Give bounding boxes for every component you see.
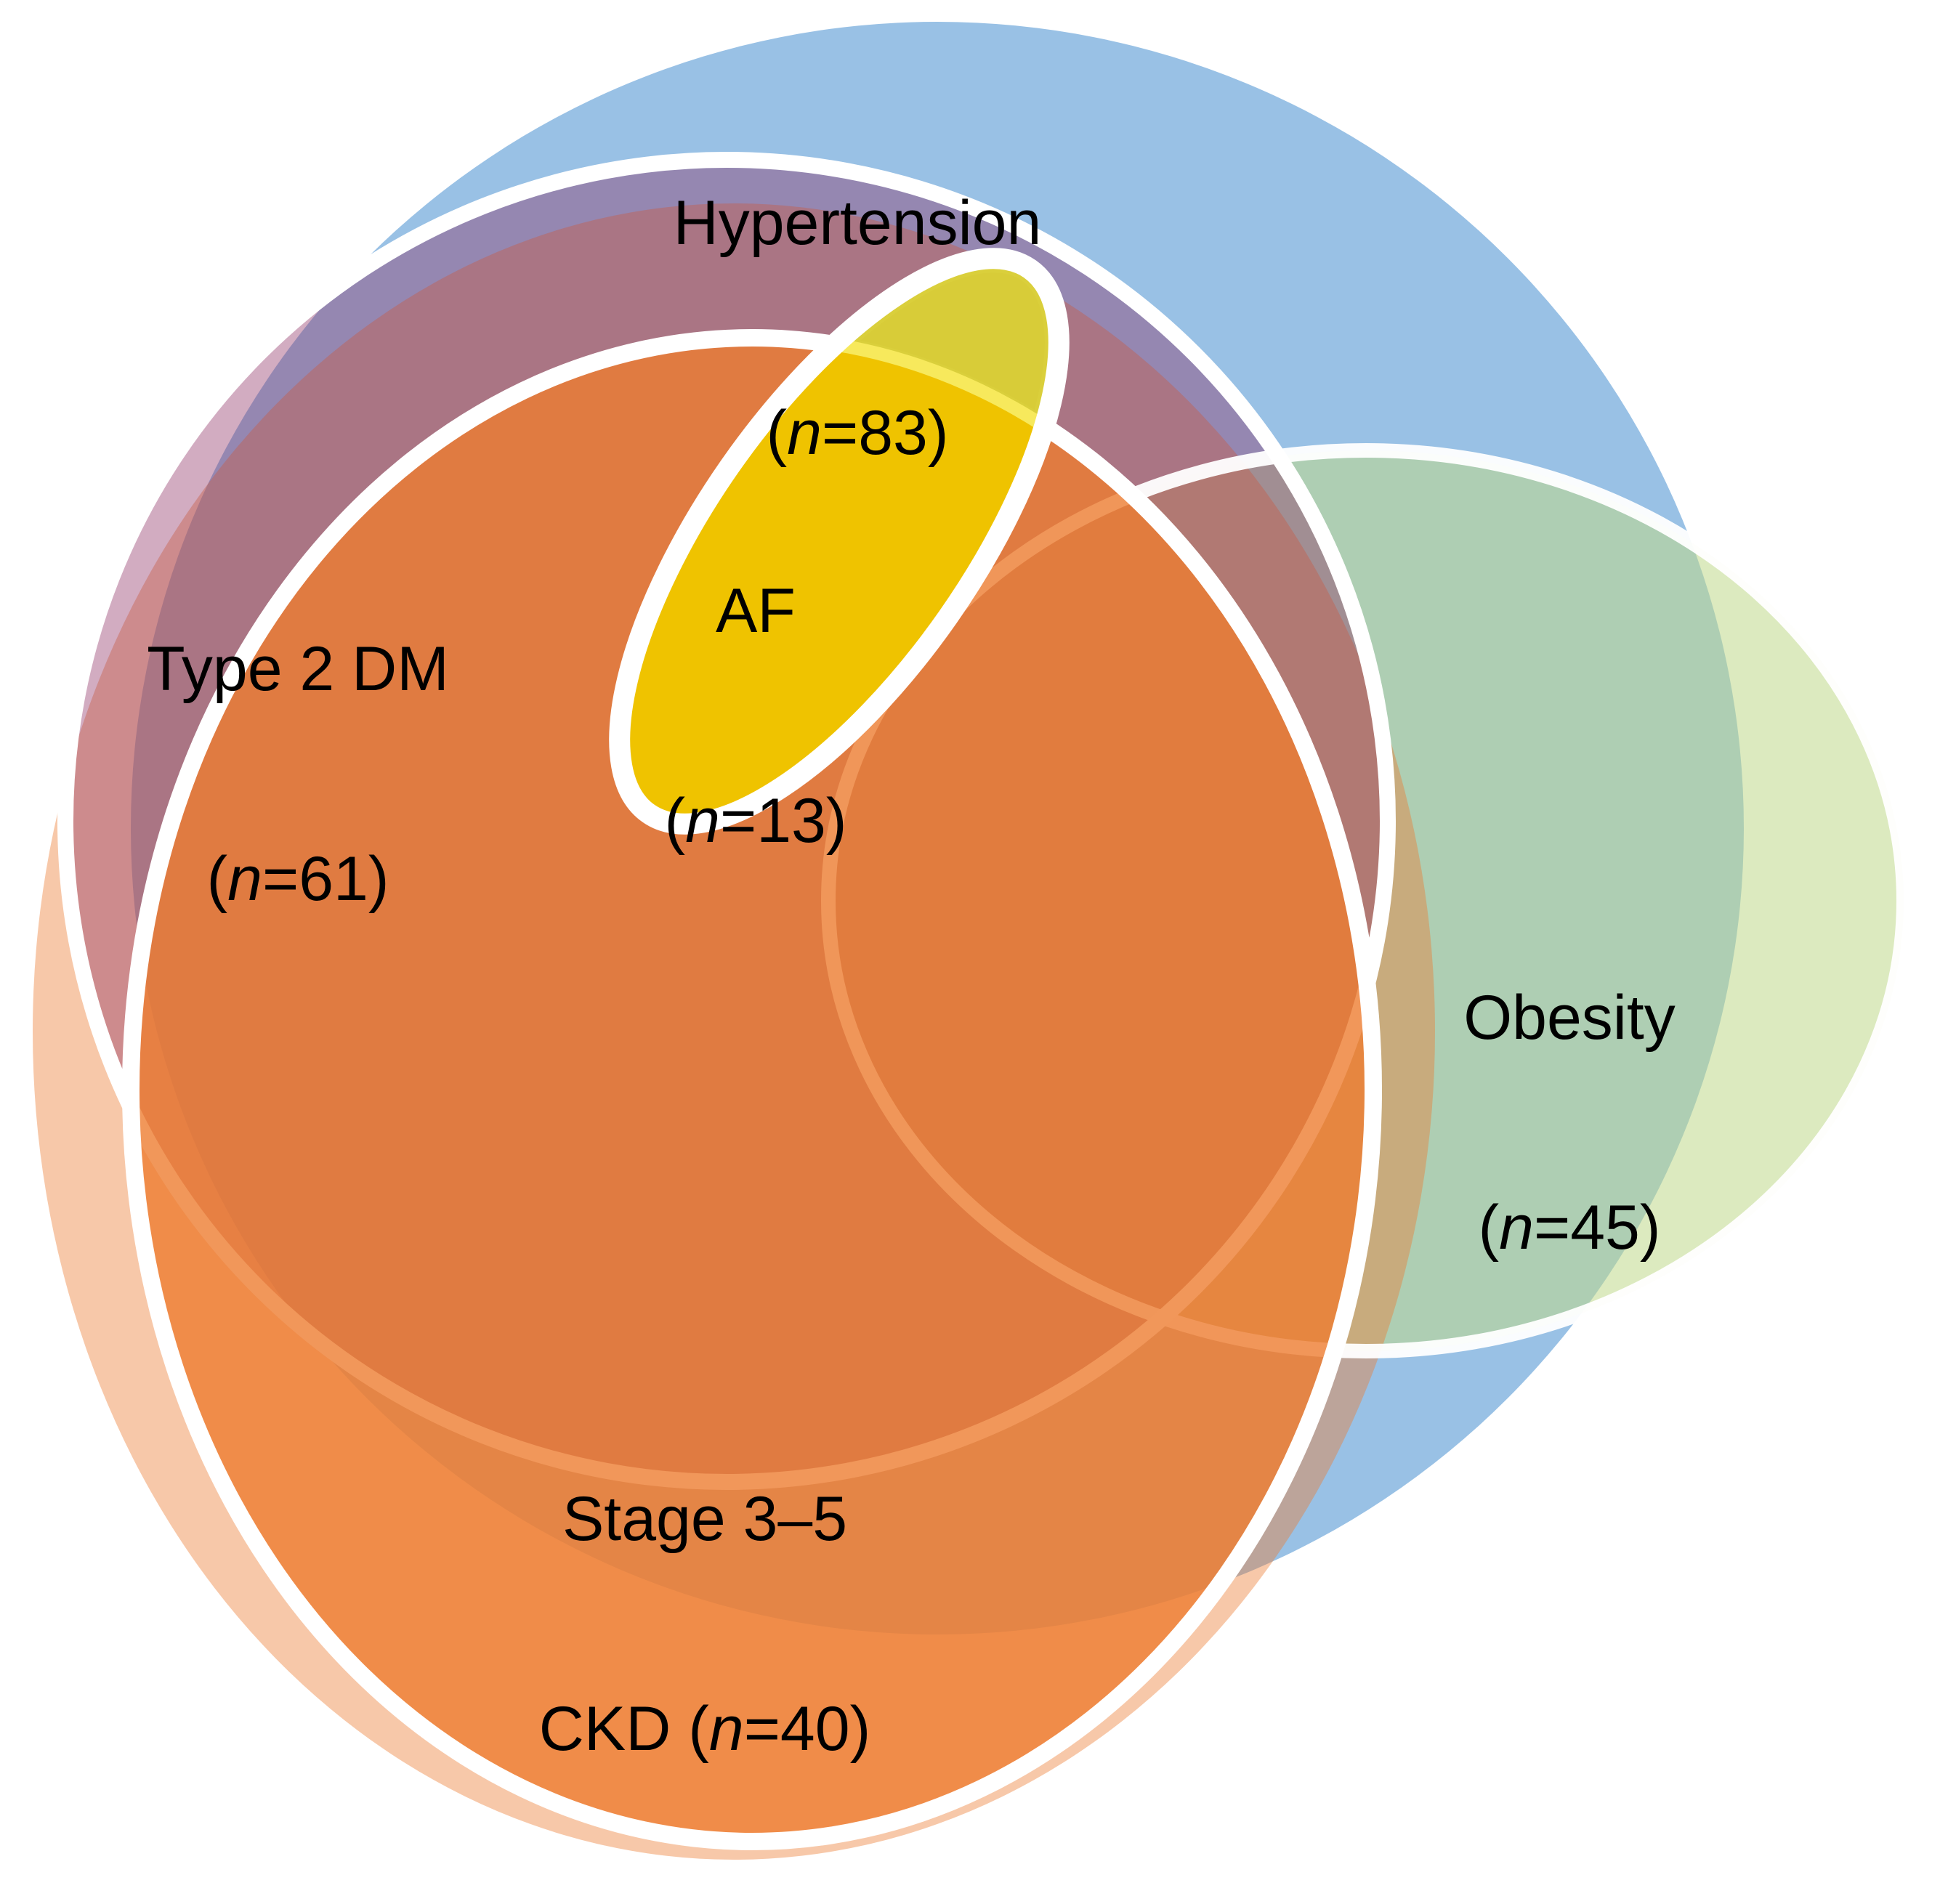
- set-shape-ckd-inner[interactable]: [122, 329, 1382, 1850]
- set-outline-af-top: [613, 251, 1066, 831]
